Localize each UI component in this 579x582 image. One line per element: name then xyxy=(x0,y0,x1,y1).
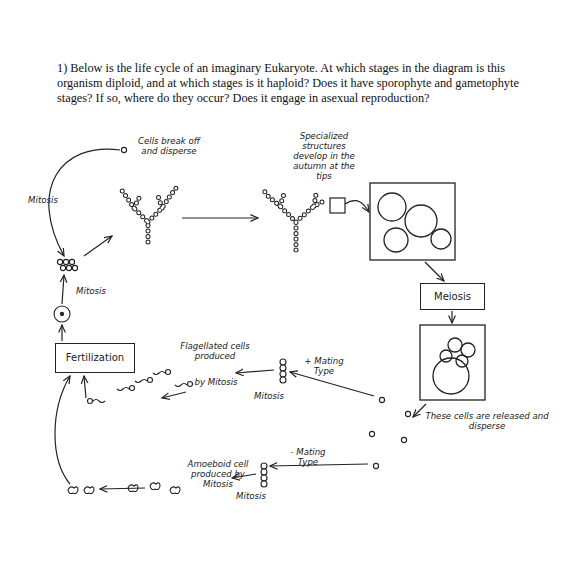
cycle-arrows-part xyxy=(84,376,86,398)
minus-cell-column-part xyxy=(261,481,267,487)
cycle-arrows-part xyxy=(451,311,452,323)
released-cells-part xyxy=(373,463,378,468)
flagellated-cells-part xyxy=(148,378,153,383)
amoeboid-cells-part xyxy=(68,487,78,494)
released-cells xyxy=(369,397,410,468)
cycle-arrows-part xyxy=(182,217,258,218)
zygote-and-cluster-part xyxy=(60,312,63,315)
handwritten-note: Flagellated cells produced xyxy=(176,341,254,361)
tip-structure-view-part xyxy=(384,228,408,252)
handwritten-note: Mitosis xyxy=(228,491,274,501)
organism-mature xyxy=(262,188,345,250)
tip-structure-view-part xyxy=(378,193,406,221)
cycle-arrows-part xyxy=(270,464,368,466)
box-label: Meiosis xyxy=(434,291,471,303)
cycle-arrows-part xyxy=(84,236,112,256)
plus-cell-column xyxy=(280,359,286,383)
tip-structure-view-part xyxy=(431,229,451,249)
organism-small xyxy=(120,188,176,242)
flagellated-cells xyxy=(88,370,193,404)
flagellated-cells-part xyxy=(130,386,135,391)
amoeboid-cells-part xyxy=(150,483,160,490)
released-cells-part xyxy=(369,431,374,436)
handwritten-note: Amoeboid cell produced by Mitosis xyxy=(184,459,252,489)
flagellated-cells-part xyxy=(135,380,147,383)
released-cells-part xyxy=(401,437,406,442)
handwritten-note: + Mating Type xyxy=(296,356,352,376)
minus-cell-column-part xyxy=(261,469,267,475)
cycle-arrows-part xyxy=(413,404,426,417)
question-text: 1) Below is the life cycle of an imagina… xyxy=(57,61,549,106)
organism-mature-part xyxy=(330,198,345,213)
zygote-and-cluster xyxy=(54,147,127,322)
handwritten-note: Cells break off and disperse xyxy=(132,136,206,156)
amoeboid-cells-part xyxy=(84,487,94,494)
handwritten-note: Mitosis xyxy=(20,195,66,205)
tip-structure-view xyxy=(370,183,455,260)
flagellated-cells-part xyxy=(153,372,165,375)
flagellated-cells-part xyxy=(117,388,129,391)
plus-cell-column-part xyxy=(280,371,286,377)
meiosis-view-part xyxy=(433,358,469,394)
flagellated-cells-part xyxy=(88,399,93,404)
zygote-and-cluster-part xyxy=(66,265,71,270)
flagellated-cells-part xyxy=(93,400,105,403)
plus-cell-column-part xyxy=(280,377,286,383)
cycle-arrows-part xyxy=(425,262,444,281)
minus-cell-column xyxy=(261,463,267,487)
meiosis-view xyxy=(420,325,485,400)
meiosis-view-part xyxy=(440,350,452,362)
organism-mature-part xyxy=(262,188,326,250)
cycle-arrows-part xyxy=(236,370,274,373)
tip-structure-view-part xyxy=(405,205,437,237)
cycle-arrows-part xyxy=(49,149,120,256)
flagellated-cells-part xyxy=(166,370,171,375)
plus-cell-column-part xyxy=(280,359,286,365)
released-cells-part xyxy=(405,411,410,416)
amoeboid-cells xyxy=(68,483,180,494)
amoeboid-cells-part xyxy=(170,487,180,494)
zygote-and-cluster-part xyxy=(60,265,65,270)
plus-cell-column-part xyxy=(280,365,286,371)
handwritten-note: by Mitosis xyxy=(186,377,246,387)
process-box: Meiosis xyxy=(420,283,485,310)
handwritten-note: Specialized structures develop in the au… xyxy=(286,131,362,181)
cycle-arrows xyxy=(49,149,452,489)
meiosis-view-part xyxy=(456,355,468,367)
meiosis-view-part xyxy=(448,338,462,352)
organism-mature-part xyxy=(262,188,326,250)
meiosis-view-part xyxy=(420,325,485,400)
flagellated-cells-part xyxy=(175,384,187,387)
organism-small-part xyxy=(120,188,176,242)
handwritten-note: Mitosis xyxy=(246,391,292,401)
process-box: Fertilization xyxy=(55,343,135,373)
cycle-arrows-part xyxy=(62,275,64,304)
organism-small-part xyxy=(120,188,176,242)
zygote-and-cluster-part xyxy=(121,147,126,152)
cycle-arrows-part xyxy=(55,376,70,484)
released-cells-part xyxy=(379,397,384,402)
handwritten-note: These cells are released and disperse xyxy=(412,411,562,431)
zygote-and-cluster-part xyxy=(69,259,74,264)
zygote-and-cluster-part xyxy=(63,259,68,264)
box-label: Fertilization xyxy=(66,352,124,364)
zygote-and-cluster-part xyxy=(54,306,70,322)
cycle-arrows-part xyxy=(345,201,369,212)
handwritten-note: - Mating Type xyxy=(280,447,336,467)
zygote-and-cluster-part xyxy=(57,259,62,264)
zygote-and-cluster-part xyxy=(72,265,77,270)
handwritten-note: Mitosis xyxy=(68,286,114,296)
tip-structure-view-part xyxy=(370,183,455,260)
minus-cell-column-part xyxy=(261,463,267,469)
cycle-arrows-part xyxy=(61,325,62,341)
flagellated-cells-part xyxy=(188,382,193,387)
cycle-arrows-part xyxy=(100,488,145,489)
minus-cell-column-part xyxy=(261,475,267,481)
cycle-arrows-part xyxy=(162,392,186,398)
